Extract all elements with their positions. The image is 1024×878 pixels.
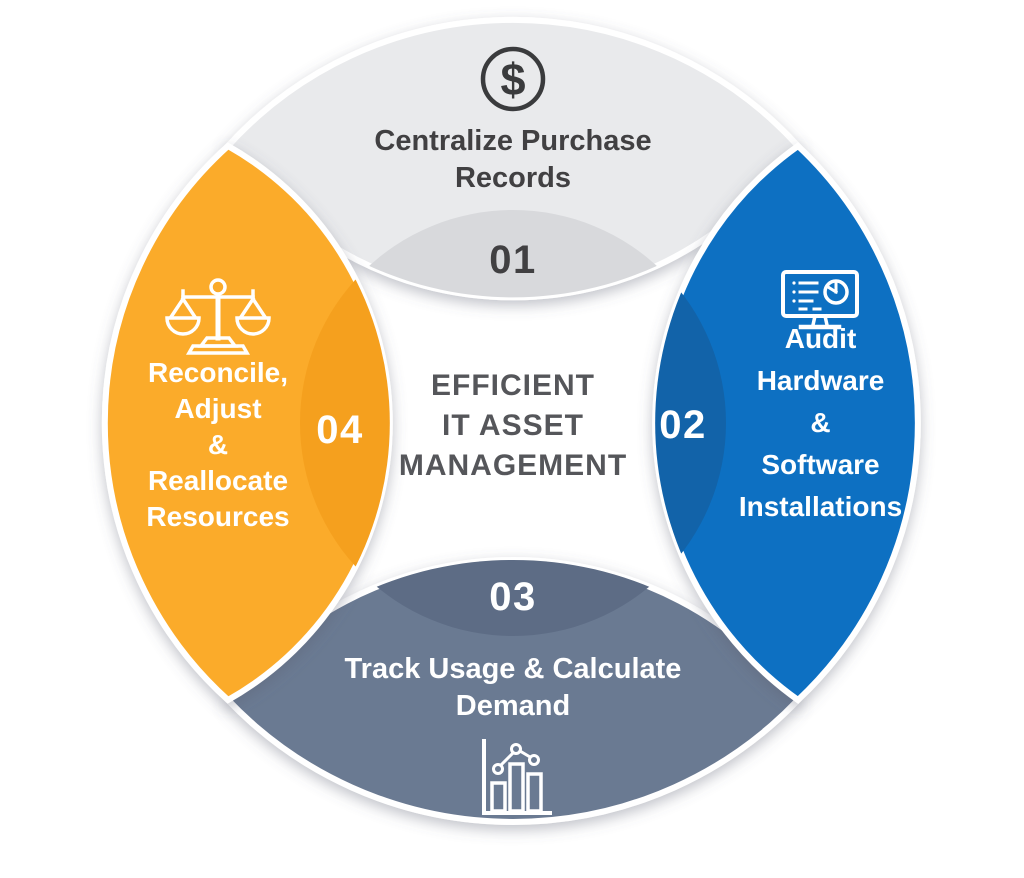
label-reconcile-reallocate: Reconcile, Adjust & Reallocate Resources	[146, 357, 290, 532]
label-audit-hardware-software: Audit Hardware & Software Installations	[738, 323, 903, 522]
diagram-title: EFFICIENT IT ASSET MANAGEMENT	[398, 369, 628, 482]
label-centralize-purchase-records: Centralize Purchase Records	[374, 125, 652, 194]
dollar-symbol: $	[500, 54, 525, 105]
step-number-04: 04	[316, 408, 364, 452]
scales-icon	[165, 278, 271, 355]
step-number-01: 01	[489, 238, 537, 282]
label-track-usage-demand: Track Usage & Calculate Demand	[344, 653, 682, 722]
step-number-02: 02	[659, 403, 707, 447]
dollar-circle-icon: $	[480, 46, 546, 112]
monitor-audit-icon	[781, 270, 859, 330]
bar-chart-icon	[482, 739, 552, 815]
step-number-03: 03	[489, 575, 537, 619]
